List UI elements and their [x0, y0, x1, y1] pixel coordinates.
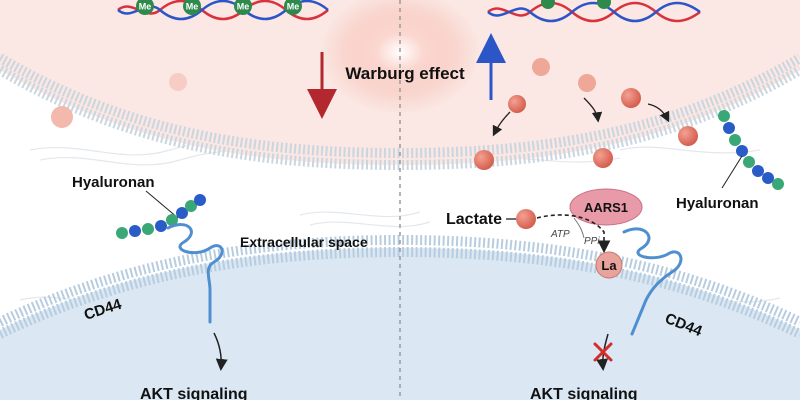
methyl-label: Me: [139, 2, 152, 12]
block-x-icon: [593, 342, 613, 362]
lactate-molecule: [516, 209, 536, 229]
akt-signaling-label-right: AKT signaling: [530, 386, 638, 400]
methyl-mark-4: Me: [284, 0, 302, 15]
hyaluronan-chain-right: [718, 110, 784, 190]
dna-right: [487, 1, 701, 23]
hyaluronan-pointer-right: [721, 155, 743, 189]
methyl-mark-3: Me: [234, 0, 252, 15]
hyaluronan-label-left: Hyaluronan: [72, 174, 155, 191]
cd44-receptor-left: [166, 223, 224, 324]
hyaluronan-pointer-left: [145, 190, 179, 219]
extracellular-space-label: Extracellular space: [240, 234, 368, 250]
la-label: La: [601, 258, 617, 273]
upper-cell-membrane: [0, 53, 800, 171]
aars1-enzyme: [569, 188, 643, 226]
lactate-molecules-upper: [51, 58, 698, 170]
atp-ppi-curve: [573, 217, 585, 239]
aars1-label: AARS1: [584, 200, 628, 215]
methyl-label: Me: [186, 2, 199, 12]
methyl-mark-2: Me: [183, 0, 201, 15]
atp-label: ATP: [550, 229, 570, 240]
methyl-label: Me: [287, 2, 300, 12]
warburg-effect-label: Warburg effect: [345, 64, 465, 83]
ppi-label: PPi: [584, 236, 600, 247]
cd44-receptor-right: [622, 227, 683, 336]
lactylation-arrow: [536, 214, 611, 254]
lactyl-group: [595, 251, 623, 279]
hyaluronan-chain-left: [116, 194, 206, 239]
lactate-label: Lactate: [446, 211, 502, 228]
akt-signaling-label-left: AKT signaling: [140, 386, 248, 400]
methyl-dot-residual: [597, 0, 611, 9]
methyl-dot-residual: [541, 0, 555, 9]
methyl-mark-1: Me: [136, 0, 154, 15]
hyaluronan-label-right: Hyaluronan: [676, 195, 759, 212]
akt-arrow-left: [213, 332, 228, 371]
methyl-label: Me: [237, 2, 250, 12]
lower-cell-membrane: [0, 234, 800, 339]
lactate-export-arrows: [492, 97, 670, 137]
